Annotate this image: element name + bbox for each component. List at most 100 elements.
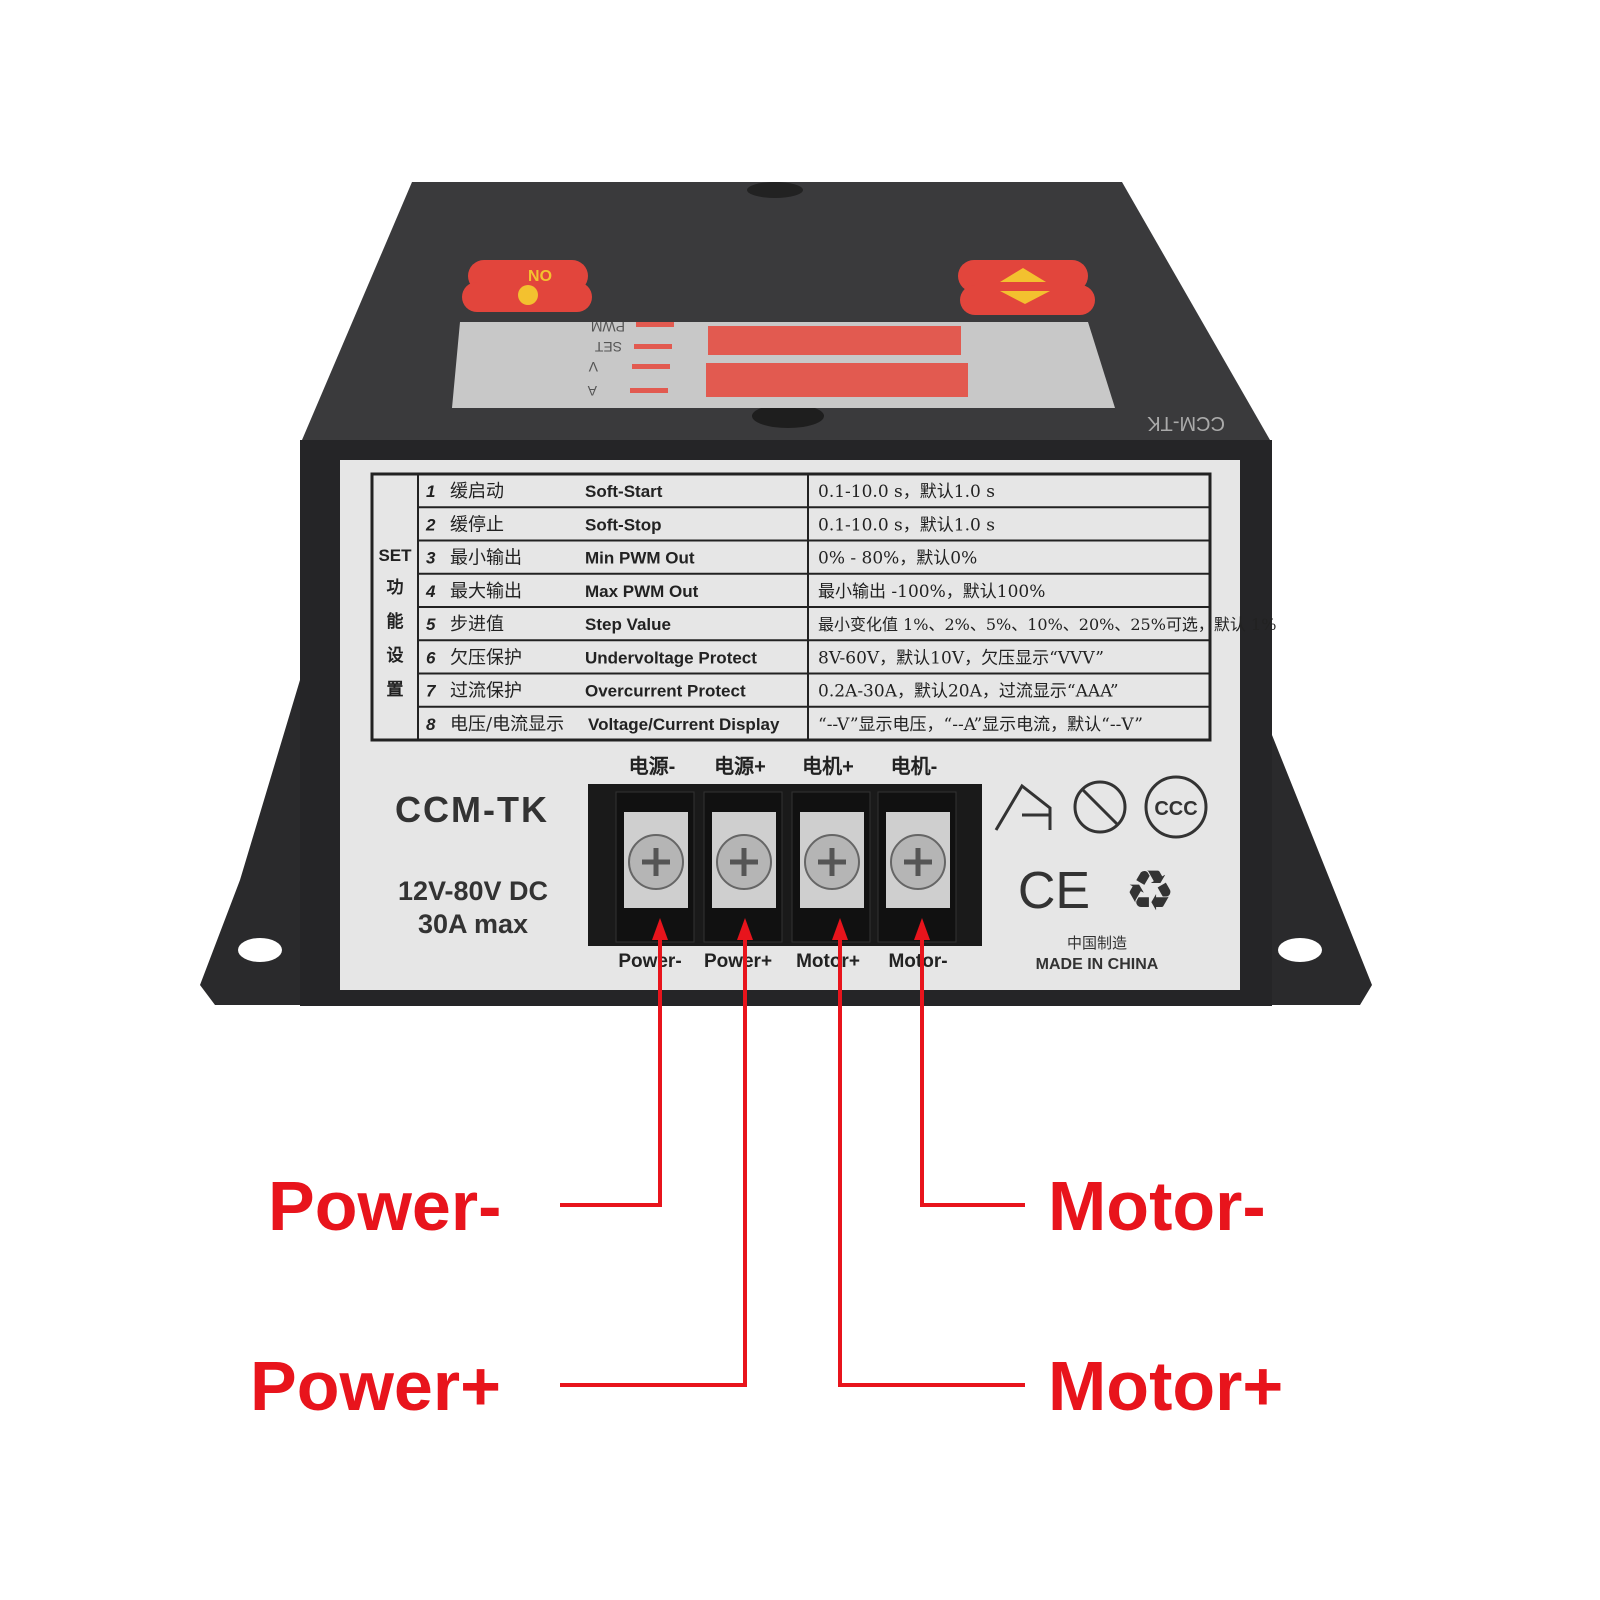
row-number: 4 (425, 582, 436, 601)
arrow-down-icon (1000, 291, 1050, 304)
screw-top (747, 182, 803, 198)
row-english-name: Undervoltage Protect (585, 648, 757, 667)
terminal-label-en: Power- (618, 951, 681, 972)
row-value: 0% - 80%，默认0% (818, 549, 977, 569)
row-english-name: Soft-Start (585, 482, 663, 501)
terminal-label-en: Motor- (888, 951, 947, 972)
made-in-china: MADE IN CHINA (1036, 956, 1159, 973)
table-row: 8 电压/电流显示 Voltage/Current Display “--V”显示电压… (426, 714, 1143, 735)
terminal-label-en: Power+ (704, 951, 772, 972)
row-chinese-name: 缓启动 (450, 481, 504, 502)
row-number: 6 (426, 648, 436, 667)
table-row: 2 缓停止 Soft-Stop 0.1-10.0 s，默认1.0 s (425, 514, 995, 535)
arrow-head-icon (914, 918, 930, 940)
row-chinese-name: 最大输出 (450, 581, 522, 602)
button-settings[interactable] (462, 282, 592, 312)
table-row: 4 最大输出 Max PWM Out 最小输出 -100%，默认100% (425, 581, 1045, 602)
svg-text:PWM: PWM (591, 319, 625, 335)
indicator-leds (630, 322, 674, 393)
row-number: 2 (425, 515, 436, 534)
terminal-label-cn: 电机+ (802, 754, 854, 778)
side-header-set: SET (378, 546, 412, 565)
callout-motor-minus: Motor- (1048, 1167, 1266, 1245)
table-row: 7 过流保护 Overcurrent Protect 0.2A-30A，默认20A，过… (426, 681, 1119, 702)
terminal-label-cn: 电源- (629, 755, 676, 778)
no-disassemble-icon (1073, 780, 1127, 834)
row-value: “--V”显示电压，“--A”显示电流，默认“--V” (818, 715, 1143, 735)
terminal[interactable] (877, 791, 957, 943)
row-number: 7 (426, 682, 437, 701)
indicator-labels: PWM SET V A (587, 319, 625, 399)
row-english-name: Soft-Stop (585, 515, 661, 534)
gear-icon (518, 285, 538, 305)
row-number: 3 (426, 549, 436, 568)
callout-line (560, 935, 662, 1207)
table-row: 5 步进值 Step Value 最小变化值 1%、2%、5%、10%、20%、25%… (426, 614, 1276, 635)
row-number: 1 (426, 482, 435, 501)
terminal-label-cn: 电机- (891, 754, 938, 778)
row-value: 0.1-10.0 s，默认1.0 s (818, 515, 995, 535)
arrow-up-icon (1000, 268, 1046, 282)
svg-text:SET: SET (594, 339, 622, 355)
arrow-head-icon (832, 918, 848, 940)
button-down[interactable] (960, 285, 1095, 315)
arrow-head-icon (737, 918, 753, 940)
row-chinese-name: 最小输出 (450, 548, 522, 569)
table-row: 1 缓启动 Soft-Start 0.1-10.0 s，默认1.0 s (426, 481, 995, 502)
row-value: 0.2A-30A，默认20A，过流显示“AAA” (818, 682, 1119, 702)
mounting-hole-left (238, 938, 282, 962)
row-english-name: Min PWM Out (585, 549, 695, 568)
recycle-icon: ♻ (1125, 859, 1175, 924)
terminal[interactable] (791, 791, 871, 943)
side-header-char: 设 (387, 646, 404, 665)
indoor-use-icon (994, 783, 1052, 831)
callout-power-minus: Power- (268, 1167, 501, 1245)
callout-line (920, 935, 1025, 1207)
screw-panel (752, 404, 824, 428)
ccc-mark-icon: CCC (1144, 775, 1208, 839)
row-english-name: Max PWM Out (585, 582, 699, 601)
row-english-name: Overcurrent Protect (585, 682, 746, 701)
callout-motor-plus: Motor+ (1048, 1347, 1283, 1425)
row-number: 5 (426, 615, 436, 634)
row-value: 8V-60V，默认10V，欠压显示“VVV” (818, 648, 1104, 668)
model-top-text: CCM-TK (1147, 412, 1225, 434)
svg-text:CCC: CCC (1154, 798, 1197, 820)
terminal[interactable] (703, 791, 783, 943)
svg-text:A: A (587, 383, 597, 399)
side-header-char: 能 (387, 611, 404, 631)
row-chinese-name: 步进值 (450, 614, 504, 635)
row-chinese-name: 欠压保护 (450, 647, 522, 668)
left-mounting-flange (200, 680, 300, 1005)
row-english-name: Voltage/Current Display (588, 715, 780, 734)
table-row: 3 最小输出 Min PWM Out 0% - 80%，默认0% (426, 548, 977, 569)
row-value: 最小输出 -100%，默认100% (818, 582, 1045, 602)
row-chinese-name: 电压/电流显示 (450, 714, 564, 735)
terminal[interactable] (615, 791, 695, 943)
button-up[interactable] (958, 260, 1088, 292)
callout-power-plus: Power+ (250, 1347, 501, 1425)
model-name: CCM-TK (395, 789, 549, 830)
callout-line (560, 935, 747, 1387)
current-rating: 30A max (418, 909, 528, 939)
side-header-char: 功 (387, 578, 404, 597)
row-value: 最小变化值 1%、2%、5%、10%、20%、25%可选，默认 1% (818, 615, 1276, 634)
callout-line (838, 935, 1025, 1387)
svg-text:ON: ON (528, 266, 552, 283)
display-upper (708, 326, 961, 355)
row-number: 8 (426, 715, 436, 734)
ce-mark: CE (1018, 862, 1090, 920)
row-value: 0.1-10.0 s，默认1.0 s (818, 482, 995, 502)
row-chinese-name: 过流保护 (450, 681, 522, 702)
display-lower (706, 363, 968, 397)
right-mounting-flange (1270, 730, 1372, 1005)
row-english-name: Step Value (585, 615, 671, 634)
voltage-rating: 12V-80V DC (398, 876, 548, 906)
table-row: 6 欠压保护 Undervoltage Protect 8V-60V，默认10V，欠压… (426, 647, 1104, 668)
made-in-china-cn: 中国制造 (1067, 935, 1127, 952)
svg-text:V: V (588, 359, 598, 375)
mounting-hole-right (1278, 938, 1322, 962)
row-chinese-name: 缓停止 (450, 514, 504, 535)
